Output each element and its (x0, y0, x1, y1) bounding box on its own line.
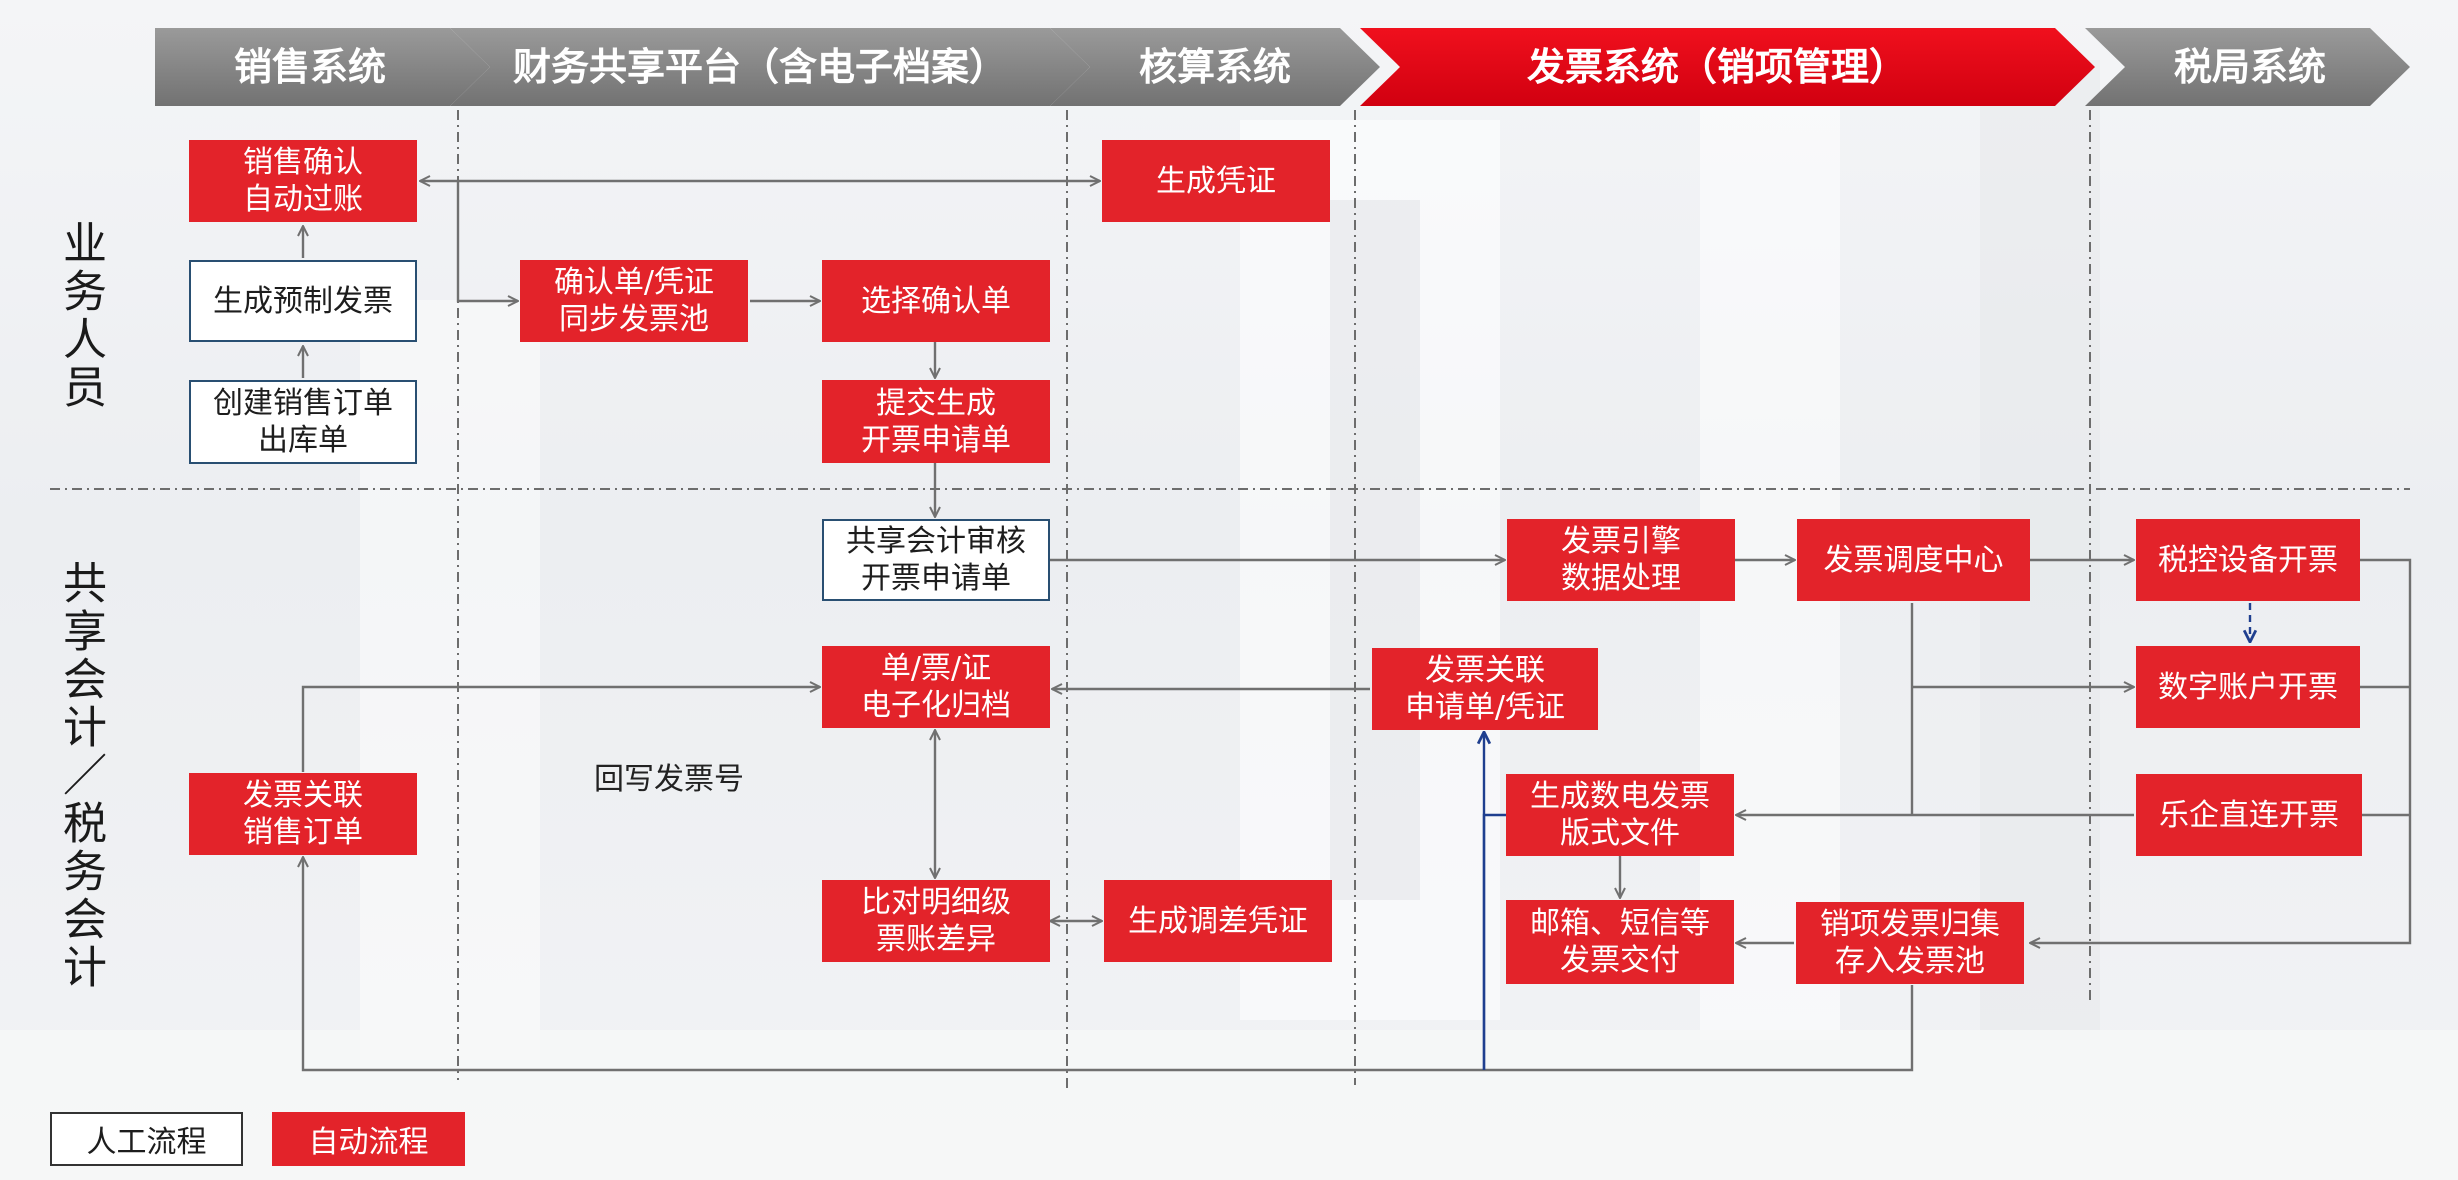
box-submit-application: 提交生成 开票申请单 (822, 380, 1050, 463)
header-label-sales: 销售系统 (234, 45, 386, 89)
box-e-archive: 单/票/证 电子化归档 (822, 646, 1050, 728)
box-select-confirmation: 选择确认单 (822, 260, 1050, 342)
header-chevron-tax (2085, 28, 2410, 106)
box-sync-invoice-pool: 确认单/凭证 同步发票池 (520, 260, 748, 342)
box-link-sales-order: 发票关联 销售订单 (189, 773, 417, 855)
legend-auto-process: 自动流程 (272, 1112, 465, 1166)
header-label-tax: 税局系统 (2174, 45, 2326, 89)
connector-lines (303, 181, 2412, 1072)
header-chevron-sales (155, 28, 490, 106)
box-review-application: 共享会计审核 开票申请单 (822, 519, 1050, 601)
box-create-sales-order: 创建销售订单 出库单 (189, 380, 417, 464)
box-link-application: 发票关联 申请单/凭证 (1372, 648, 1598, 730)
header-chevron-invoice (1360, 28, 2095, 106)
box-invoice-delivery: 邮箱、短信等 发票交付 (1506, 900, 1734, 984)
header-label-invoice: 发票系统（销项管理） (1527, 45, 1907, 89)
box-generate-voucher: 生成凭证 (1102, 140, 1330, 222)
header-label-accounting: 核算系统 (1139, 45, 1291, 89)
lane-label-business: 业务人员 (55, 220, 106, 412)
header-chevron-finance (450, 28, 1090, 106)
legend-manual-process: 人工流程 (50, 1112, 243, 1166)
box-compare-discrepancy: 比对明细级 票账差异 (822, 880, 1050, 962)
box-generate-adjust-voucher: 生成调差凭证 (1104, 880, 1332, 962)
blue-connectors (1484, 603, 2250, 1070)
box-dispatch-center: 发票调度中心 (1797, 519, 2030, 601)
lane-label-shared-tax: 共享会计／税务会计 (55, 560, 106, 992)
box-collect-output-invoice: 销项发票归集 存入发票池 (1796, 902, 2024, 984)
header-bar: 销售系统 财务共享平台（含电子档案） 核算系统 发票系统（销项管理） 税局系统 (155, 28, 2410, 106)
note-writeback-invoice-number: 回写发票号 (594, 762, 744, 797)
header-chevron-accounting (1050, 28, 1380, 106)
box-prefab-invoice: 生成预制发票 (189, 260, 417, 342)
box-taxctrl-issuing: 税控设备开票 (2136, 519, 2360, 601)
box-invoice-engine: 发票引擎 数据处理 (1507, 519, 1735, 601)
box-digital-account-issuing: 数字账户开票 (2136, 646, 2360, 728)
box-generate-e-invoice-file: 生成数电发票 版式文件 (1506, 774, 1734, 856)
box-leqi-direct-issuing: 乐企直连开票 (2136, 774, 2362, 856)
header-label-finance: 财务共享平台（含电子档案） (513, 45, 1007, 89)
box-sales-confirm: 销售确认 自动过账 (189, 140, 417, 222)
